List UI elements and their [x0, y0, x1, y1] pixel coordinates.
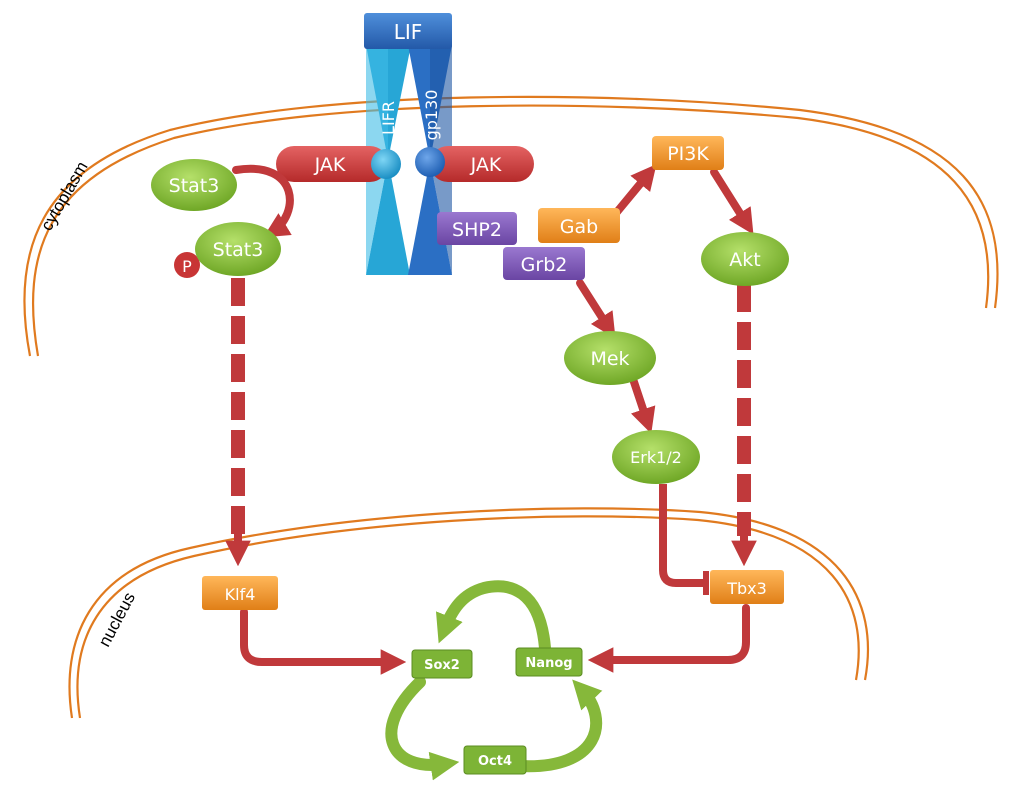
pi3k-box — [652, 136, 724, 170]
plasma-membrane — [23, 95, 999, 357]
nanog-box — [515, 647, 583, 677]
gab-label: Gab — [560, 216, 598, 238]
shp2-box — [437, 212, 517, 245]
klf4-label: Klf4 — [225, 585, 256, 604]
erk-inhibits-tbx3 — [659, 484, 709, 595]
arrow-mek-to-erk — [628, 372, 656, 434]
akt-label: Akt — [729, 249, 760, 271]
gp130-label: gp130 — [422, 90, 441, 141]
lifr-label: LIFR — [379, 101, 398, 135]
loop-sox2-to-oct4 — [385, 676, 460, 781]
shp2-label: SHP2 — [452, 219, 502, 241]
jak-right — [430, 146, 534, 182]
oct4-box — [463, 745, 527, 775]
arrow-tbx3-to-nanog — [587, 604, 750, 673]
grb2-box — [503, 247, 585, 280]
nucleus-label: nucleus — [95, 589, 139, 650]
stat3-active — [195, 222, 281, 276]
nuclear-membrane — [68, 507, 870, 719]
sox2-box — [411, 649, 473, 679]
jak-left-label: JAK — [314, 154, 346, 176]
pi3k-label: PI3K — [667, 143, 709, 165]
stat3-active-label: Stat3 — [213, 239, 264, 261]
loop-oct4-to-nanog — [514, 679, 603, 773]
arrow-klf4-to-sox2 — [240, 608, 407, 675]
arrow-pi3k-to-akt — [710, 168, 754, 235]
sox2-label: Sox2 — [424, 658, 460, 673]
pluripotency-loop — [385, 580, 603, 781]
lif-label: LIF — [394, 20, 423, 44]
tbx3-label: Tbx3 — [726, 579, 767, 598]
cytoplasm-label: cytoplasm — [37, 158, 92, 234]
mek-node — [564, 331, 656, 385]
lif-ligand — [364, 13, 452, 49]
klf4-box — [202, 576, 278, 610]
mek-label: Mek — [590, 348, 629, 370]
lifr-jak-binding-site — [371, 149, 401, 179]
erk-node — [612, 430, 700, 484]
jak-left — [276, 146, 388, 182]
grb2-label: Grb2 — [521, 254, 568, 276]
stat3-inactive — [151, 159, 237, 211]
jak-right-label: JAK — [470, 154, 502, 176]
erk-label: Erk1/2 — [630, 448, 682, 467]
arrow-stat3-activation — [232, 164, 294, 238]
loop-nanog-to-sox2 — [435, 580, 551, 654]
oct4-label: Oct4 — [478, 754, 512, 769]
arrow-grb2-to-mek — [576, 279, 616, 339]
tbx3-box — [710, 570, 784, 604]
stat3-inactive-label: Stat3 — [169, 175, 220, 197]
akt-node — [701, 232, 789, 286]
phospho-label: P — [182, 257, 192, 276]
nanog-label: Nanog — [525, 656, 572, 671]
gab-box — [538, 208, 620, 243]
gp130-jak-binding-site — [415, 147, 445, 177]
dashed-translocations — [231, 278, 751, 536]
phospho-group — [174, 252, 200, 278]
